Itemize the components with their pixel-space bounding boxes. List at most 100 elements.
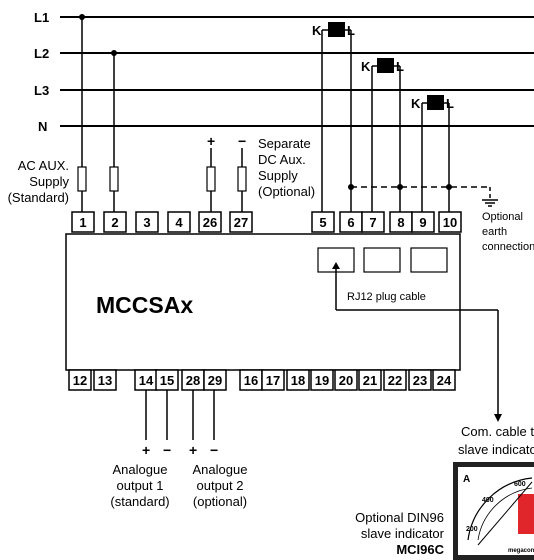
terminal-9: 9	[411, 211, 435, 233]
meter-red-zone	[518, 494, 534, 534]
terminal-number: 29	[208, 373, 222, 388]
dc-supply-label-1: Separate	[258, 136, 311, 151]
terminal-8: 8	[389, 211, 413, 233]
terminal-number: 28	[186, 373, 200, 388]
terminal-number: 26	[203, 215, 217, 230]
meter-unit: A	[463, 474, 470, 485]
supply-wires	[81, 17, 243, 212]
dc-supply-label-2: DC Aux.	[258, 152, 306, 167]
com-cable	[335, 268, 499, 416]
ct-l1	[328, 22, 345, 37]
ct-l3	[427, 95, 444, 110]
terminal-28: 28	[181, 369, 205, 391]
terminal-1: 1	[71, 211, 95, 233]
ao2-minus: −	[210, 442, 218, 458]
earth-label-3: connection	[482, 241, 534, 253]
terminal-number: 18	[291, 373, 305, 388]
terminal-number: 12	[73, 373, 87, 388]
com-label-2: slave indicator	[458, 442, 534, 457]
fuse-dc-minus	[237, 166, 247, 192]
slave-model: MCI96C	[396, 542, 444, 557]
dc-plus-sign: +	[207, 133, 215, 149]
terminal-number: 17	[266, 373, 280, 388]
ao2-label-1: Analogue	[193, 462, 248, 477]
terminal-18: 18	[286, 369, 310, 391]
terminal-number: 21	[363, 373, 377, 388]
terminal-number: 24	[437, 373, 452, 388]
meter-icon: A 200 400 600 megacon	[453, 462, 534, 560]
terminal-20: 20	[334, 369, 358, 391]
earth-dot	[446, 184, 452, 190]
ct-wires	[321, 29, 450, 212]
earth-dot	[348, 184, 354, 190]
terminal-7: 7	[361, 211, 385, 233]
ac-supply-label-1: AC AUX.	[18, 158, 69, 173]
terminal-13: 13	[93, 369, 117, 391]
meter-brand: megacon	[508, 548, 534, 554]
ao1-label-3: (standard)	[110, 494, 169, 509]
terminal-6: 6	[339, 211, 363, 233]
meter-tick-600: 600	[514, 481, 526, 488]
terminal-12: 12	[68, 369, 92, 391]
dc-supply-label-3: Supply	[258, 168, 298, 183]
ct3-k: K	[411, 96, 421, 111]
terminal-number: 23	[413, 373, 427, 388]
terminal-number: 7	[369, 215, 376, 230]
meter-tick-400: 400	[482, 497, 494, 504]
terminal-26: 26	[198, 211, 222, 233]
terminal-number: 27	[234, 215, 248, 230]
ao1-minus: −	[163, 442, 171, 458]
terminal-3: 3	[135, 211, 159, 233]
dc-supply-label-4: (Optional)	[258, 184, 315, 199]
terminal-number: 13	[98, 373, 112, 388]
fuse-dc-plus	[206, 166, 216, 192]
terminal-number: 9	[419, 215, 426, 230]
terminal-number: 3	[143, 215, 150, 230]
slave-label-1: Optional DIN96	[355, 510, 444, 525]
fuse-group	[77, 166, 247, 192]
earth-label-2: earth	[482, 226, 507, 238]
terminal-17: 17	[261, 369, 285, 391]
rj12-label: RJ12 plug cable	[347, 291, 426, 303]
terminal-24: 24	[432, 369, 456, 391]
terminal-29: 29	[203, 369, 227, 391]
terminal-16: 16	[239, 369, 263, 391]
ct-l2	[377, 58, 394, 73]
junction-dot	[111, 50, 117, 56]
fuse-ac-2	[109, 166, 119, 192]
terminal-23: 23	[408, 369, 432, 391]
terminal-number: 2	[111, 215, 118, 230]
terminal-number: 20	[339, 373, 353, 388]
ac-supply-label-3: (Standard)	[8, 190, 69, 205]
earth-connection	[351, 186, 498, 207]
terminal-22: 22	[383, 369, 407, 391]
meter-needle	[477, 481, 533, 546]
ac-supply-label-2: Supply	[29, 174, 69, 189]
meter-tick-200: 200	[466, 526, 478, 533]
terminal-number: 8	[397, 215, 404, 230]
ct-bodies	[328, 22, 444, 110]
rj12-port-3	[410, 247, 448, 273]
com-label-1: Com. cable to	[461, 424, 534, 439]
terminal-number: 14	[139, 373, 154, 388]
terminal-14: 14	[134, 369, 158, 391]
dc-minus-sign: −	[238, 133, 246, 149]
junction-dot	[79, 14, 85, 20]
terminal-15: 15	[155, 369, 179, 391]
ao2-plus: +	[189, 442, 197, 458]
ct3-l: L	[446, 96, 454, 111]
ao1-plus: +	[142, 442, 150, 458]
ct2-l: L	[396, 59, 404, 74]
terminal-number: 4	[175, 215, 183, 230]
slave-label-2: slave indicator	[361, 526, 445, 541]
ct2-k: K	[361, 59, 371, 74]
terminal-number: 19	[315, 373, 329, 388]
terminal-number: 15	[160, 373, 174, 388]
terminal-number: 1	[79, 215, 86, 230]
terminal-number: 5	[319, 215, 326, 230]
fuse-ac-1	[77, 166, 87, 192]
rj12-port-2	[363, 247, 401, 273]
device-name: MCCSAx	[96, 292, 193, 318]
